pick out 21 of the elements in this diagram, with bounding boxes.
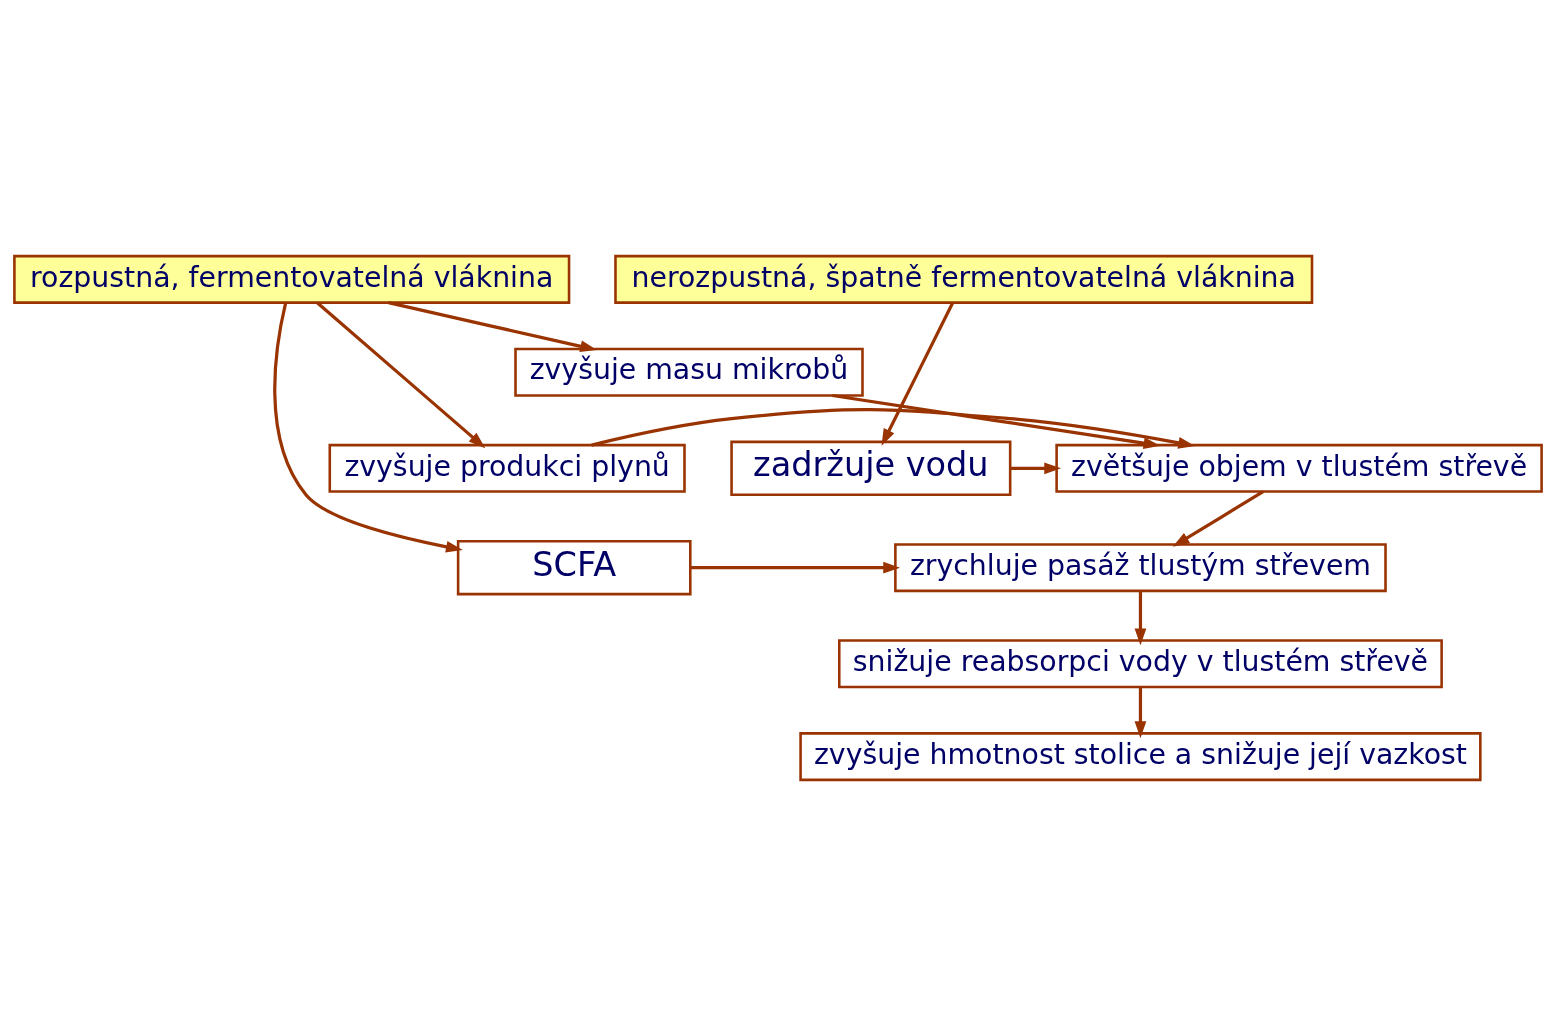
node-box: zvyšuje produkci plynů xyxy=(328,443,686,493)
node-box: zrychluje pasáž tlustým střevem xyxy=(894,543,1387,593)
node-box: zadržuje vodu xyxy=(730,440,1012,497)
node-box: zvyšuje hmotnost stolice a snižuje její vazkost xyxy=(799,732,1482,782)
node-box: zvětšuje objem v tlustém střevě xyxy=(1055,443,1543,493)
arrow xyxy=(273,302,463,553)
arrow xyxy=(690,561,901,574)
arrow xyxy=(1010,462,1062,475)
arrow xyxy=(316,301,486,449)
arrow xyxy=(388,301,597,353)
arrow xyxy=(832,393,1161,450)
node-box: snižuje reabsorpci vody v tlustém střevě xyxy=(838,639,1443,689)
node-box: rozpustná, fermentovatelná vláknina xyxy=(13,254,571,304)
arrow xyxy=(1172,490,1264,547)
node-box: zvyšuje masu mikrobů xyxy=(514,347,864,397)
arrow xyxy=(1134,687,1147,739)
node-box: nerozpustná, špatně fermentovatelná vláknina xyxy=(614,254,1314,304)
arrow xyxy=(591,408,1196,449)
arrow xyxy=(1134,591,1147,646)
node-box: SCFA xyxy=(456,539,692,596)
arrow xyxy=(881,302,955,446)
